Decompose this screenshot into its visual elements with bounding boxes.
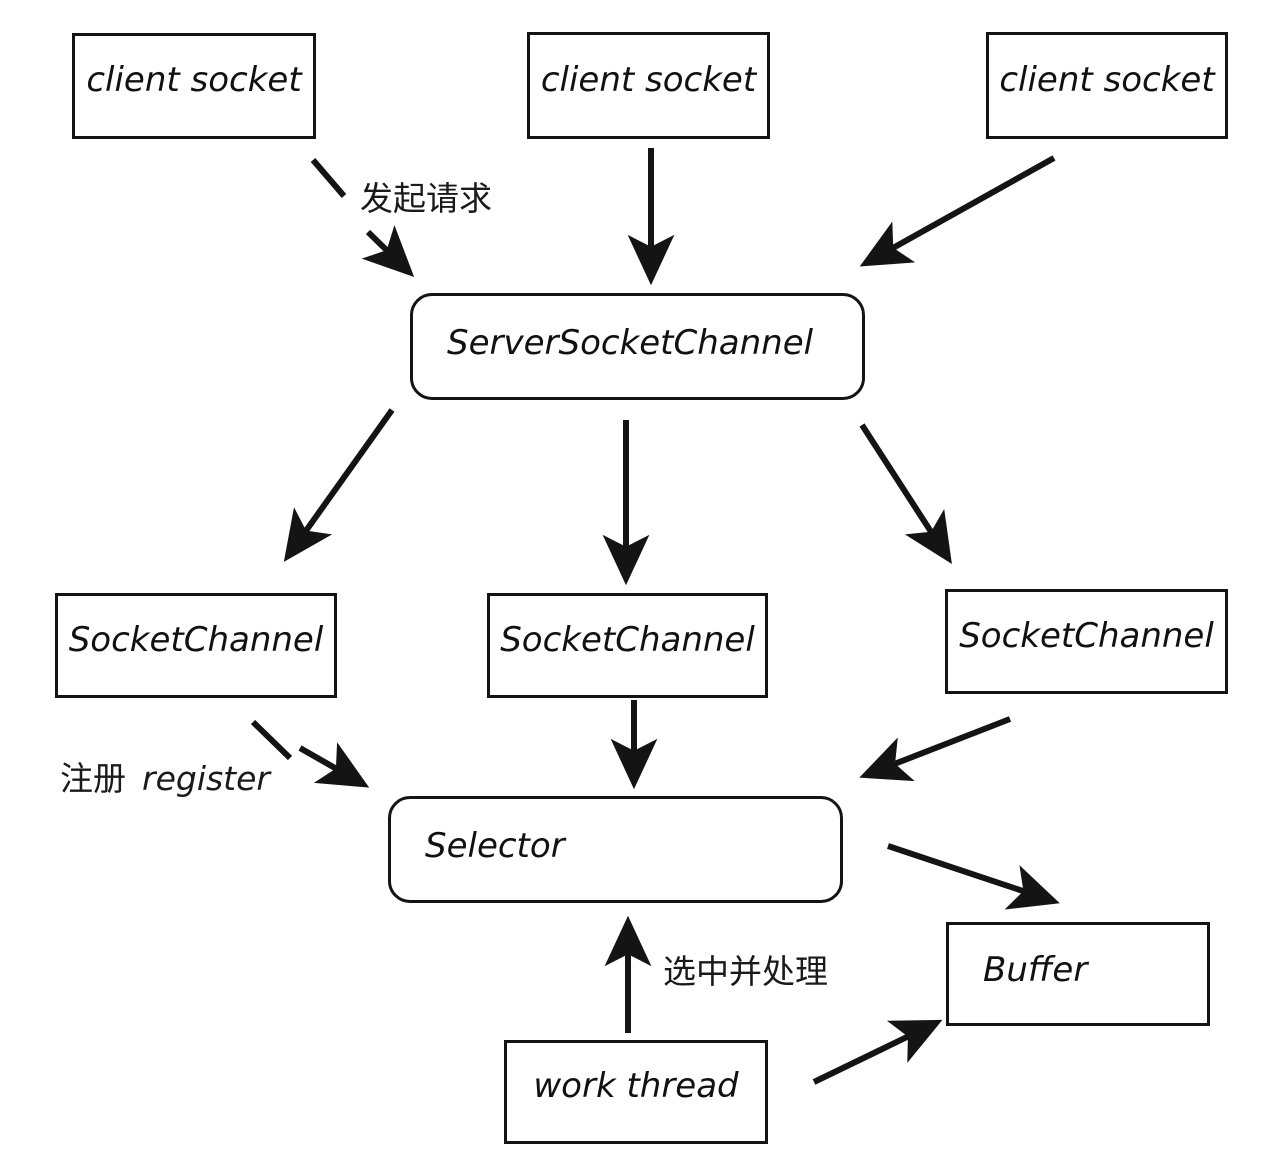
- node-label: client socket: [999, 59, 1215, 100]
- node-label: work thread: [533, 1066, 739, 1106]
- node-client-socket-3[interactable]: client socket: [986, 32, 1228, 139]
- edge-label-request-text: 发起请求: [360, 179, 492, 218]
- edge-label-register-en: register: [142, 759, 270, 798]
- edge-label-register: 注册 register: [60, 762, 270, 795]
- edge-label-request: 发起请求: [360, 182, 492, 215]
- edge-label-select-and-handle: 选中并处理: [663, 955, 828, 988]
- node-selector[interactable]: Selector: [388, 796, 843, 903]
- edge-label-register-cn: 注册: [60, 759, 126, 798]
- node-server-socket-channel[interactable]: ServerSocketChannel: [410, 293, 865, 400]
- node-label: ServerSocketChannel: [447, 322, 814, 363]
- arrow-workthread-to-buffer: [812, 1019, 943, 1085]
- node-label: SocketChannel: [68, 619, 324, 660]
- node-work-thread[interactable]: work thread: [504, 1040, 768, 1144]
- arrow-socketchannel3-to-selector: [859, 716, 1012, 782]
- node-socket-channel-2[interactable]: SocketChannel: [487, 593, 768, 698]
- node-label: Selector: [425, 825, 565, 866]
- node-label: client socket: [540, 59, 757, 100]
- arrow-client3-to-serversocketchannel: [859, 155, 1056, 267]
- node-label: client socket: [86, 60, 302, 100]
- node-buffer[interactable]: Buffer: [946, 922, 1210, 1026]
- node-socket-channel-3[interactable]: SocketChannel: [945, 589, 1228, 694]
- node-label: SocketChannel: [500, 619, 755, 660]
- arrow-selector-to-buffer: [887, 843, 1060, 910]
- node-client-socket-2[interactable]: client socket: [527, 32, 770, 139]
- edge-label-select-and-handle-text: 选中并处理: [663, 952, 828, 991]
- node-client-socket-1[interactable]: client socket: [72, 33, 316, 139]
- node-socket-channel-1[interactable]: SocketChannel: [55, 593, 337, 698]
- arrow-serversocketchannel-to-socketchannel1: [283, 408, 395, 562]
- node-label: Buffer: [983, 950, 1088, 990]
- node-label: SocketChannel: [959, 615, 1214, 656]
- arrow-serversocketchannel-to-socketchannel3: [859, 423, 952, 565]
